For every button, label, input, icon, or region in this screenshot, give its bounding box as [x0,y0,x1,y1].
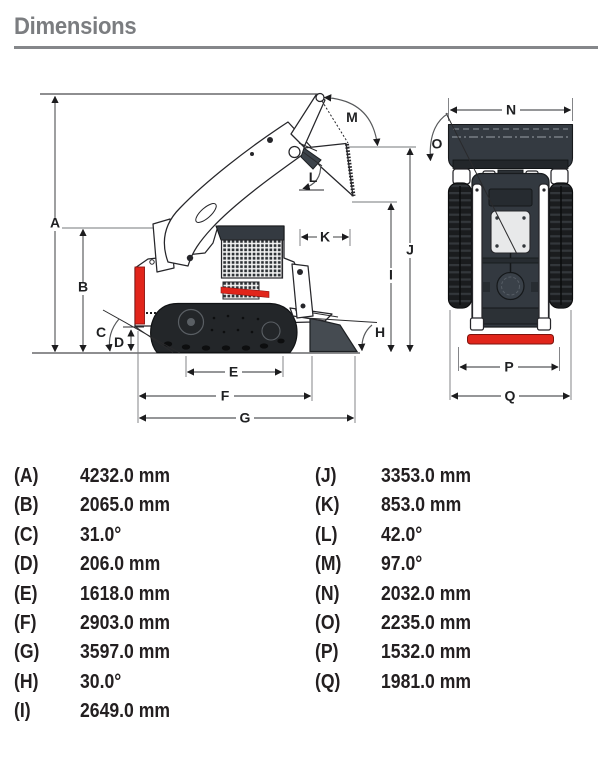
dim-label-P: P [504,359,513,375]
dimension-row: (H) 30.0° [14,668,182,697]
dimension-value: 30.0° [80,670,122,693]
dimension-key: (A) [14,465,39,487]
dimension-value: 42.0° [381,523,423,546]
dimension-row: (Q) 1981.0 mm [315,668,483,697]
dimension-key: (Q) [315,670,341,693]
dim-label-K: K [320,229,330,245]
dimension-row: (O) 2235.0 mm [315,609,483,638]
dim-label-J: J [406,242,414,258]
title-divider [14,46,598,49]
dimension-key: (K) [315,494,340,517]
legend-column-right: (J) 3353.0 mm (K) 853.0 mm (L) 42.0° (M) 97.… [315,462,483,697]
page-title: Dimensions [14,13,137,40]
dimension-value: 2649.0 mm [80,700,171,723]
dimension-value: 2065.0 mm [80,494,171,517]
legend-column-left: (A) 4232.0 mm (B) 2065.0 mm (C) 31.0° (D) 20… [14,462,182,727]
dimension-key: (J) [315,465,337,487]
dim-label-L: L [309,169,318,185]
dimension-key: (N) [315,582,340,605]
dimension-row: (F) 2903.0 mm [14,609,182,638]
dim-label-O: O [432,136,443,152]
dimension-value: 206.0 mm [80,553,161,576]
dimension-key: (D) [14,553,39,576]
dim-label-F: F [221,388,230,404]
dim-label-B: B [78,279,88,295]
rear-door-red-panel [134,266,145,325]
dimension-key: (F) [14,611,37,634]
dimension-value: 3597.0 mm [80,641,171,664]
dimension-value: 2903.0 mm [80,611,171,634]
dim-label-A: A [50,215,60,231]
dimension-key: (G) [14,641,40,664]
side-view-drawing: A B C D E F G H I J K L M [32,92,416,426]
dimension-row: (D) 206.0 mm [14,550,182,579]
dim-label-C: C [96,324,106,340]
dimension-value: 2032.0 mm [381,582,472,605]
dimension-key: (C) [14,523,39,546]
dimension-value: 1618.0 mm [80,582,171,605]
dim-label-H: H [375,324,385,340]
dimension-value: 1981.0 mm [381,670,472,693]
dimension-key: (H) [14,670,39,693]
dim-label-D: D [114,334,124,350]
dim-label-Q: Q [505,388,516,404]
dimension-key: (M) [315,553,342,576]
dimension-key: (I) [14,700,31,723]
dimension-key: (L) [315,523,338,546]
dimension-value: 31.0° [80,523,122,546]
dimension-value: 4232.0 mm [80,465,171,487]
dimension-row: (E) 1618.0 mm [14,580,182,609]
dimensions-diagram: A B C D E F G H I J K L M [32,92,574,426]
dim-label-M: M [346,109,358,125]
dimension-row: (L) 42.0° [315,521,483,550]
dimension-row: (B) 2065.0 mm [14,491,182,520]
dimension-value: 1532.0 mm [381,641,472,664]
dimension-row: (G) 3597.0 mm [14,638,182,667]
dimension-value: 2235.0 mm [381,611,472,634]
dim-label-E: E [229,364,238,380]
dimension-key: (E) [14,582,38,605]
brand-stripe-red [220,286,270,298]
dimension-value: 97.0° [381,553,423,576]
dimension-row: (P) 1532.0 mm [315,638,483,667]
dim-label-I: I [389,267,393,283]
dimension-key: (B) [14,494,39,517]
dimension-row: (C) 31.0° [14,521,182,550]
top-view-drawing: N O P Q [426,98,574,404]
dimension-row: (I) 2649.0 mm [14,697,182,726]
dimension-value: 3353.0 mm [381,465,472,487]
dimension-row: (A) 4232.0 mm [14,462,182,491]
dimension-row: (M) 97.0° [315,550,483,579]
dimension-row: (J) 3353.0 mm [315,462,483,491]
dimension-key: (P) [315,641,339,664]
dim-label-G: G [240,410,251,426]
rear-bumper-red [467,334,554,345]
dimension-key: (O) [315,611,341,634]
dimension-row: (K) 853.0 mm [315,491,483,520]
dimension-row: (N) 2032.0 mm [315,580,483,609]
dim-label-N: N [506,102,516,118]
dimension-value: 853.0 mm [381,494,462,517]
